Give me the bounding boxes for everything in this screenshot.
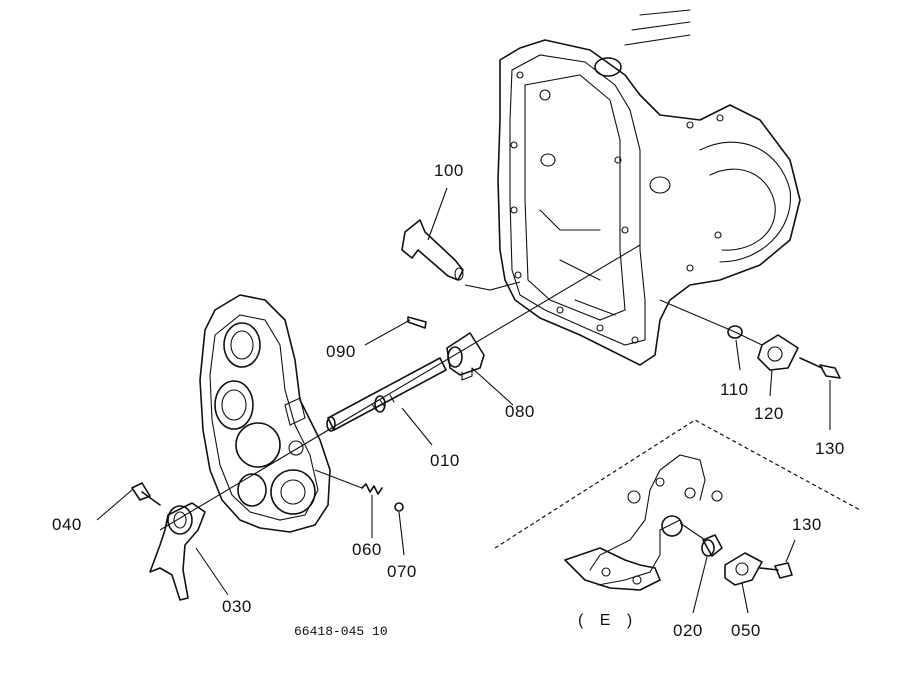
label-120: 120 xyxy=(754,404,784,423)
drawing-code: 66418-045 10 xyxy=(294,624,388,639)
label-050: 050 xyxy=(731,621,761,640)
detail-border xyxy=(494,419,861,549)
lever-leader xyxy=(464,281,521,291)
label-100: 100 xyxy=(434,161,464,180)
label-010: 010 xyxy=(430,451,460,470)
label-090: 090 xyxy=(326,342,356,361)
axis-line xyxy=(159,244,641,531)
shifter-080 xyxy=(446,332,485,381)
shift-rod-010 xyxy=(326,357,447,432)
spring-060 xyxy=(361,483,383,495)
leader-lines xyxy=(96,187,831,614)
label-040: 040 xyxy=(52,515,82,534)
front-cover-plate xyxy=(199,294,331,533)
plug-020 xyxy=(701,534,723,557)
label-130-upper: 130 xyxy=(815,439,845,458)
shift-fork-030 xyxy=(149,502,206,601)
cover-plate-120 xyxy=(757,334,799,371)
bolt-040 xyxy=(131,482,161,506)
label-020: 020 xyxy=(673,621,703,640)
o-ring-110 xyxy=(727,325,743,339)
pin-090 xyxy=(407,316,427,329)
detail-housing xyxy=(564,454,723,591)
label-070: 070 xyxy=(387,562,417,581)
lever-100 xyxy=(401,219,464,281)
ball-070 xyxy=(394,502,404,512)
cover-050 xyxy=(724,552,763,586)
label-030: 030 xyxy=(222,597,252,616)
bolt-130-upper xyxy=(799,357,841,379)
detail-view-label: ( E ) xyxy=(578,612,639,629)
transmission-housing xyxy=(497,9,801,366)
label-110: 110 xyxy=(720,380,749,399)
bolt-130-lower xyxy=(759,562,793,579)
label-060: 060 xyxy=(352,540,382,559)
label-080: 080 xyxy=(505,402,535,421)
label-130-lower: 130 xyxy=(792,515,822,534)
